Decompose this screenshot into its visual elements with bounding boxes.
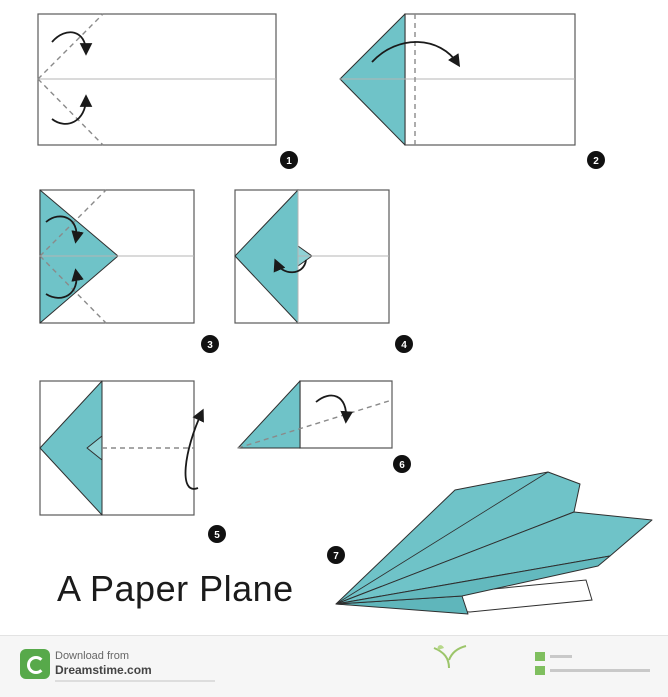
site-name[interactable]: Dreamstime.com bbox=[55, 663, 152, 677]
divider bbox=[55, 680, 215, 682]
svg-text:1: 1 bbox=[286, 156, 292, 167]
step-6-panel bbox=[238, 381, 392, 448]
step-4-panel bbox=[235, 190, 389, 323]
step-2-panel bbox=[340, 14, 575, 145]
step-badge-1: 1 bbox=[280, 151, 298, 169]
dreamstime-logo-icon bbox=[20, 649, 50, 679]
sprout-icon bbox=[430, 642, 468, 668]
svg-text:3: 3 bbox=[207, 340, 213, 351]
download-text: Download from bbox=[55, 650, 129, 662]
id-icon bbox=[535, 652, 545, 661]
image-id-row bbox=[535, 652, 655, 662]
step-5-panel bbox=[40, 381, 202, 515]
step-badge-5: 5 bbox=[208, 525, 226, 543]
svg-text:2: 2 bbox=[593, 156, 599, 167]
step-badge-3: 3 bbox=[201, 335, 219, 353]
stock-footer: Download from Dreamstime.com bbox=[0, 635, 668, 697]
diagram-title: A Paper Plane bbox=[57, 568, 294, 610]
step-7-paper-plane bbox=[336, 472, 652, 614]
svg-text:6: 6 bbox=[399, 460, 405, 471]
step-badge-2: 2 bbox=[587, 151, 605, 169]
step-badge-6: 6 bbox=[393, 455, 411, 473]
svg-text:4: 4 bbox=[401, 340, 407, 351]
step-1-panel bbox=[38, 14, 276, 145]
author-icon bbox=[535, 666, 545, 675]
paper-plane-diagram: 1 2 3 4 5 6 7 bbox=[0, 0, 668, 635]
step-3-panel bbox=[40, 190, 194, 323]
svg-text:7: 7 bbox=[333, 551, 339, 562]
author-row bbox=[535, 666, 655, 676]
step-badge-4: 4 bbox=[395, 335, 413, 353]
svg-text:5: 5 bbox=[214, 530, 220, 541]
step-badge-7: 7 bbox=[327, 546, 345, 564]
